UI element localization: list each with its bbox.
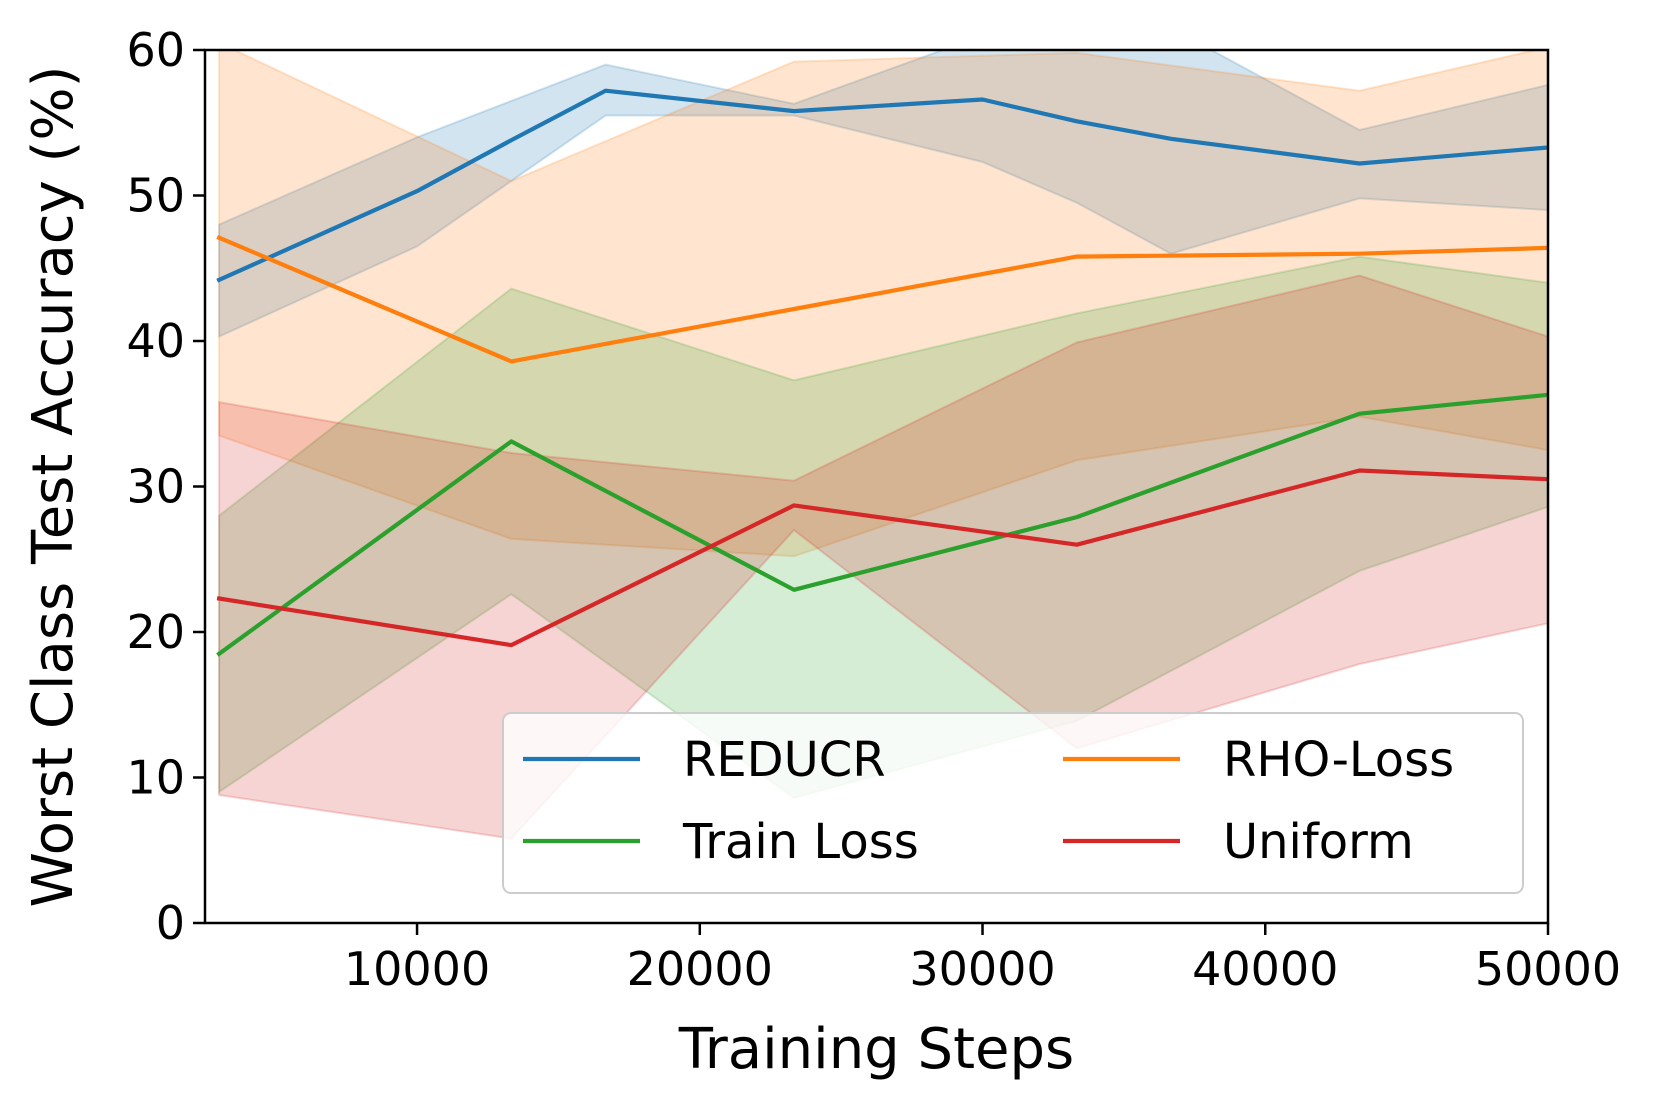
x-tick-label: 10000 [344, 942, 490, 996]
y-axis-ticks: 0 10 20 30 40 50 60 [126, 23, 205, 950]
legend-label-uniform: Uniform [1223, 814, 1414, 870]
y-tick-label: 50 [126, 169, 185, 223]
y-axis-label: Worst Class Test Accuracy (%) [21, 66, 86, 908]
x-tick-label: 30000 [909, 942, 1055, 996]
y-tick-label: 20 [126, 605, 185, 659]
line-rho-loss [216, 234, 1548, 364]
x-tick-label: 20000 [627, 942, 773, 996]
x-axis-ticks: 10000 20000 30000 40000 50000 [344, 923, 1621, 996]
band-rho-loss [218, 50, 1548, 558]
confidence-bands [218, 50, 1548, 840]
y-tick-label: 40 [126, 314, 185, 368]
y-tick-label: 10 [126, 751, 185, 805]
legend-label-reducr: REDUCR [683, 732, 886, 788]
legend-label-train-loss: Train Loss [682, 814, 919, 870]
legend-label-rho-loss: RHO-Loss [1223, 732, 1454, 788]
series-lines [216, 88, 1548, 657]
y-tick-label: 60 [126, 23, 185, 77]
band-reducr [218, 50, 1548, 339]
x-tick-label: 50000 [1475, 942, 1621, 996]
y-tick-label: 0 [156, 896, 185, 950]
line-train-loss [216, 392, 1548, 657]
line-uniform [216, 468, 1548, 648]
x-tick-label: 40000 [1192, 942, 1338, 996]
legend-box [502, 712, 1524, 894]
line-reducr [216, 88, 1548, 283]
band-train-loss [218, 255, 1548, 799]
x-axis-label: Training Steps [678, 1017, 1074, 1082]
y-tick-label: 30 [126, 460, 185, 514]
